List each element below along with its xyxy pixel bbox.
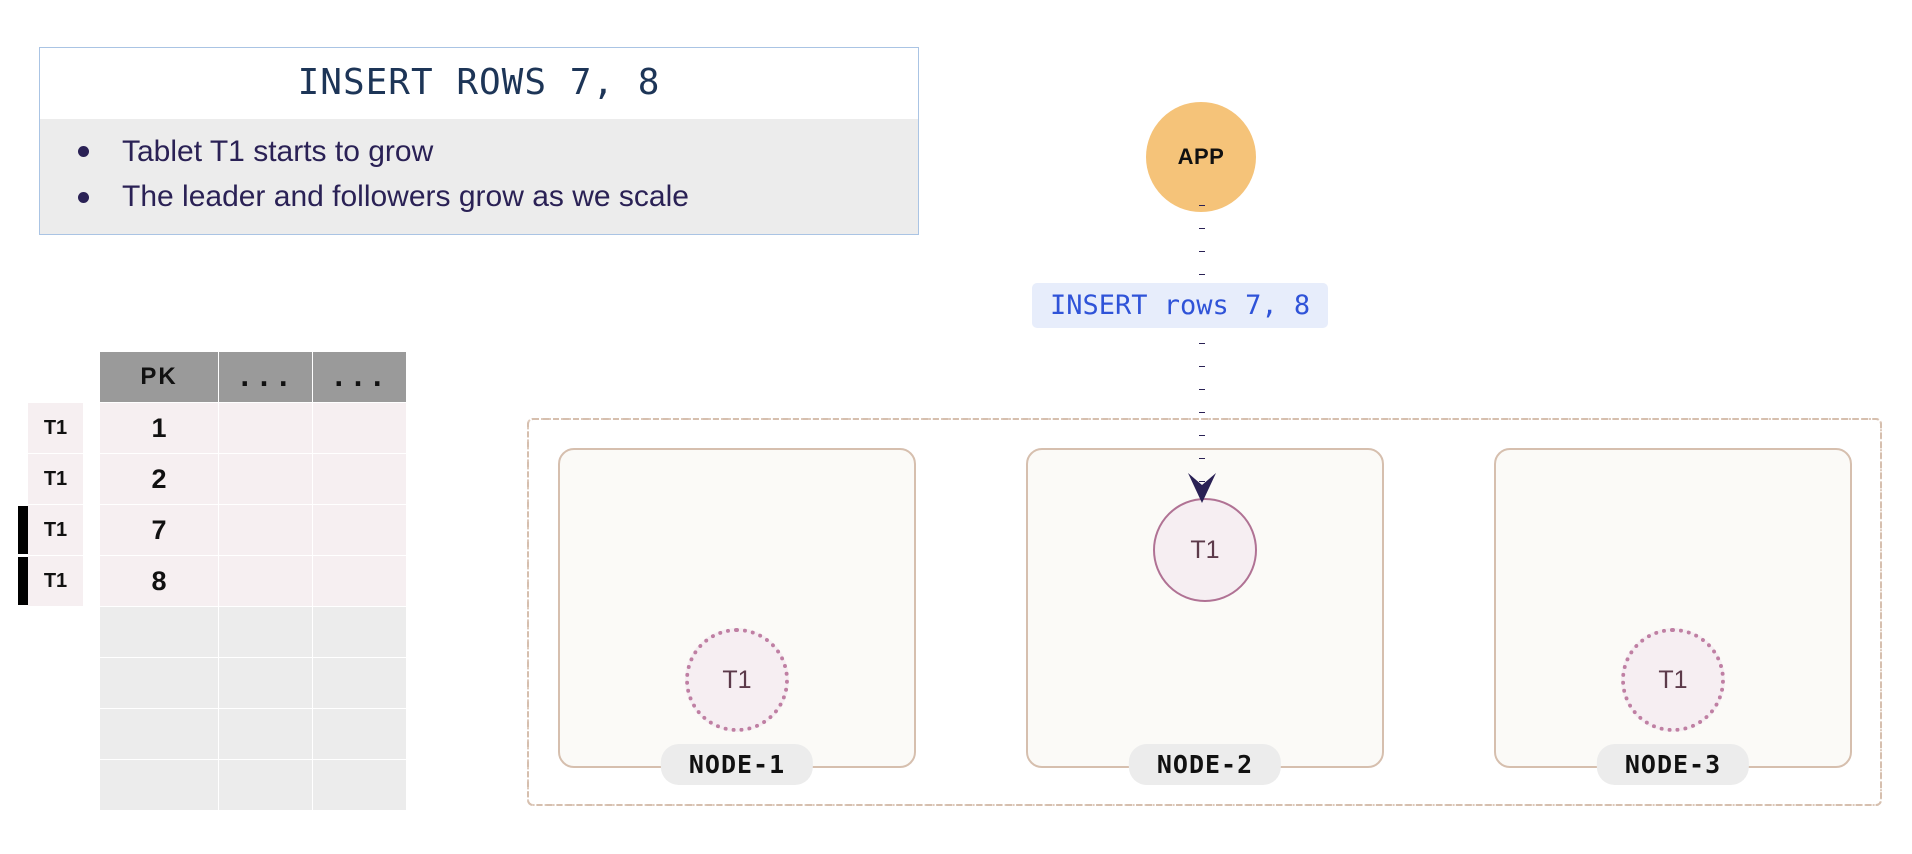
cell-c3 xyxy=(313,760,406,810)
tablet-circle-follower[interactable]: T1 xyxy=(1621,628,1725,732)
row-marker-highlight xyxy=(18,506,28,554)
callout-box: INSERT ROWS 7, 8 Tablet T1 starts to gro… xyxy=(39,47,919,235)
row-tag: T1 xyxy=(28,454,83,504)
cell-c2 xyxy=(219,760,312,810)
table-row: T1 1 xyxy=(18,403,406,453)
row-marker xyxy=(18,658,28,708)
bullet-text: Tablet T1 starts to grow xyxy=(122,135,434,168)
cell-c3 xyxy=(313,556,406,606)
cell-c2 xyxy=(219,556,312,606)
table-gutter xyxy=(83,454,99,504)
cell-pk: 7 xyxy=(100,505,218,555)
table-row-empty xyxy=(18,658,406,708)
dotted-arrow-icon xyxy=(1188,205,1216,503)
pk-table: PK ... ... T1 1 T1 2 T1 7 T1 8 xyxy=(18,352,406,810)
tablet-label: T1 xyxy=(1658,665,1688,694)
cell-c3 xyxy=(313,607,406,657)
row-tag xyxy=(28,658,83,708)
cell-pk xyxy=(100,607,218,657)
node-box-3[interactable]: T1 NODE-3 xyxy=(1494,448,1852,785)
cell-c2 xyxy=(219,607,312,657)
cluster-boundary xyxy=(527,418,1882,806)
edge-label: INSERT rows 7, 8 xyxy=(1032,283,1329,328)
row-marker xyxy=(18,709,28,759)
bullet-dot-icon xyxy=(78,191,89,203)
row-marker-slot xyxy=(18,352,28,402)
node-box-2[interactable]: T1 NODE-2 xyxy=(1026,448,1384,785)
table-row: T1 7 xyxy=(18,505,406,555)
cell-c3 xyxy=(313,505,406,555)
table-header-row: PK ... ... xyxy=(18,352,406,402)
table-gutter xyxy=(83,658,99,708)
cell-c3 xyxy=(313,403,406,453)
list-item: The leader and followers grow as we scal… xyxy=(40,174,918,219)
node-box-1[interactable]: T1 NODE-1 xyxy=(558,448,916,785)
list-item: Tablet T1 starts to grow xyxy=(40,129,918,174)
tablet-circle-follower[interactable]: T1 xyxy=(685,628,789,732)
table-gutter xyxy=(83,607,99,657)
cell-pk xyxy=(100,709,218,759)
row-tag xyxy=(28,607,83,657)
cell-pk: 8 xyxy=(100,556,218,606)
node-label-1: NODE-1 xyxy=(660,744,814,785)
app-circle[interactable]: APP xyxy=(1146,102,1256,212)
tablet-circle-leader[interactable]: T1 xyxy=(1153,498,1257,602)
table-gutter xyxy=(83,709,99,759)
cell-pk: 1 xyxy=(100,403,218,453)
table-row-empty xyxy=(18,709,406,759)
tablet-label: T1 xyxy=(1190,535,1220,564)
cell-c3 xyxy=(313,709,406,759)
tablet-label: T1 xyxy=(722,665,752,694)
app-label: APP xyxy=(1177,144,1225,169)
row-tag-slot xyxy=(28,352,83,402)
column-header-2: ... xyxy=(219,352,312,402)
node-label-3: NODE-3 xyxy=(1596,744,1750,785)
cell-c3 xyxy=(313,658,406,708)
row-tag: T1 xyxy=(28,403,83,453)
cell-c2 xyxy=(219,658,312,708)
row-marker xyxy=(18,403,28,453)
row-tag xyxy=(28,760,83,810)
table-row-empty xyxy=(18,760,406,810)
cell-c2 xyxy=(219,505,312,555)
cell-pk: 2 xyxy=(100,454,218,504)
cell-pk xyxy=(100,760,218,810)
cell-c3 xyxy=(313,454,406,504)
cell-pk xyxy=(100,658,218,708)
row-marker-highlight xyxy=(18,557,28,605)
callout-bullet-list: Tablet T1 starts to grow The leader and … xyxy=(40,119,918,234)
table-gutter xyxy=(83,403,99,453)
table-row-empty xyxy=(18,607,406,657)
table-gutter xyxy=(83,505,99,555)
row-marker xyxy=(18,454,28,504)
bullet-dot-icon xyxy=(78,146,89,158)
row-tag xyxy=(28,709,83,759)
row-tag: T1 xyxy=(28,505,83,555)
table-gutter xyxy=(83,556,99,606)
column-header-3: ... xyxy=(313,352,406,402)
bullet-text: The leader and followers grow as we scal… xyxy=(122,180,689,214)
cell-c2 xyxy=(219,454,312,504)
table-gutter xyxy=(83,760,99,810)
table-row: T1 2 xyxy=(18,454,406,504)
cell-c2 xyxy=(219,403,312,453)
row-tag: T1 xyxy=(28,556,83,606)
callout-title: INSERT ROWS 7, 8 xyxy=(40,48,918,119)
row-marker xyxy=(18,760,28,810)
row-marker xyxy=(18,607,28,657)
table-gutter xyxy=(83,352,99,402)
column-header-pk: PK xyxy=(100,352,218,402)
table-row: T1 8 xyxy=(18,556,406,606)
cell-c2 xyxy=(219,709,312,759)
node-label-2: NODE-2 xyxy=(1128,744,1282,785)
